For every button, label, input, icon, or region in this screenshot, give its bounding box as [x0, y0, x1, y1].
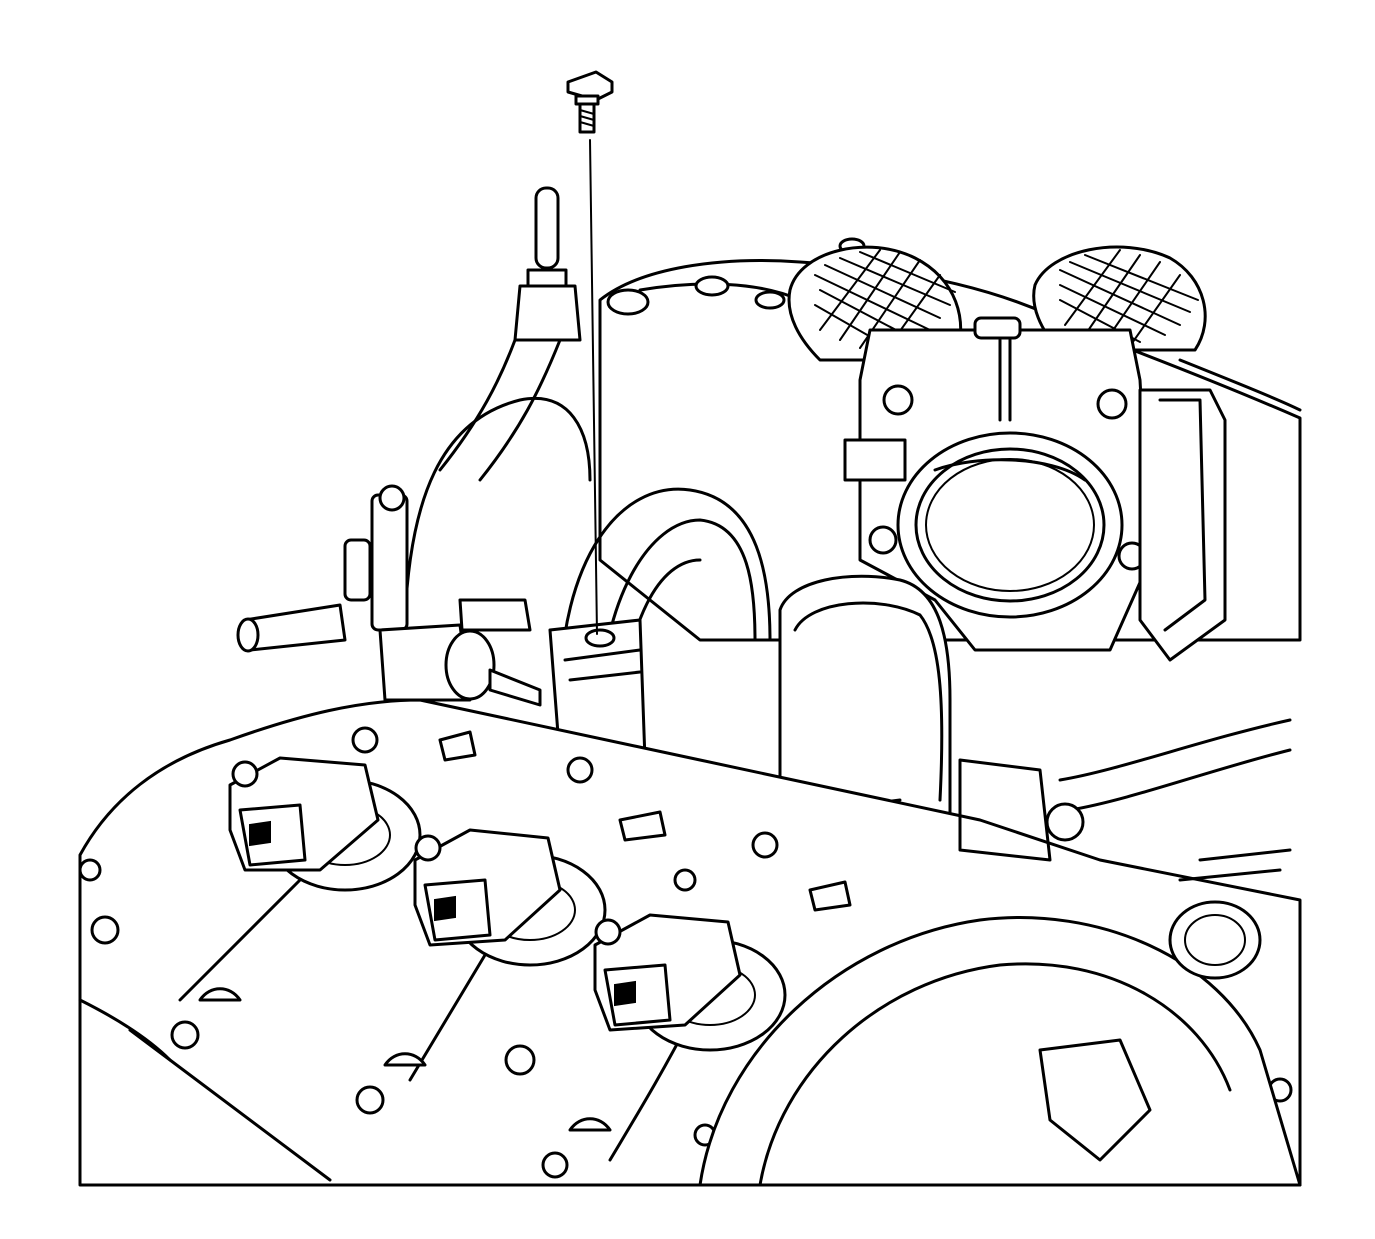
ignition-coil-1: [228, 756, 422, 892]
cover-tabs: [198, 730, 852, 1132]
ignition-coil-3: [593, 913, 787, 1052]
manifold-finned-dome-right: [1032, 245, 1207, 352]
throttle-body: [843, 316, 1227, 662]
wiring-harness: [958, 718, 1292, 882]
intake-flange: [698, 900, 1302, 1187]
fuel-pipe-fitting: [438, 186, 582, 482]
cover-bolts: [78, 726, 1293, 1179]
fuel-rail-pipe: [236, 484, 409, 653]
evap-purge-valve: [378, 598, 647, 762]
intake-runner-elbow: [778, 574, 952, 852]
bolt-icon: [566, 70, 614, 635]
ignition-coil-2: [413, 828, 607, 967]
